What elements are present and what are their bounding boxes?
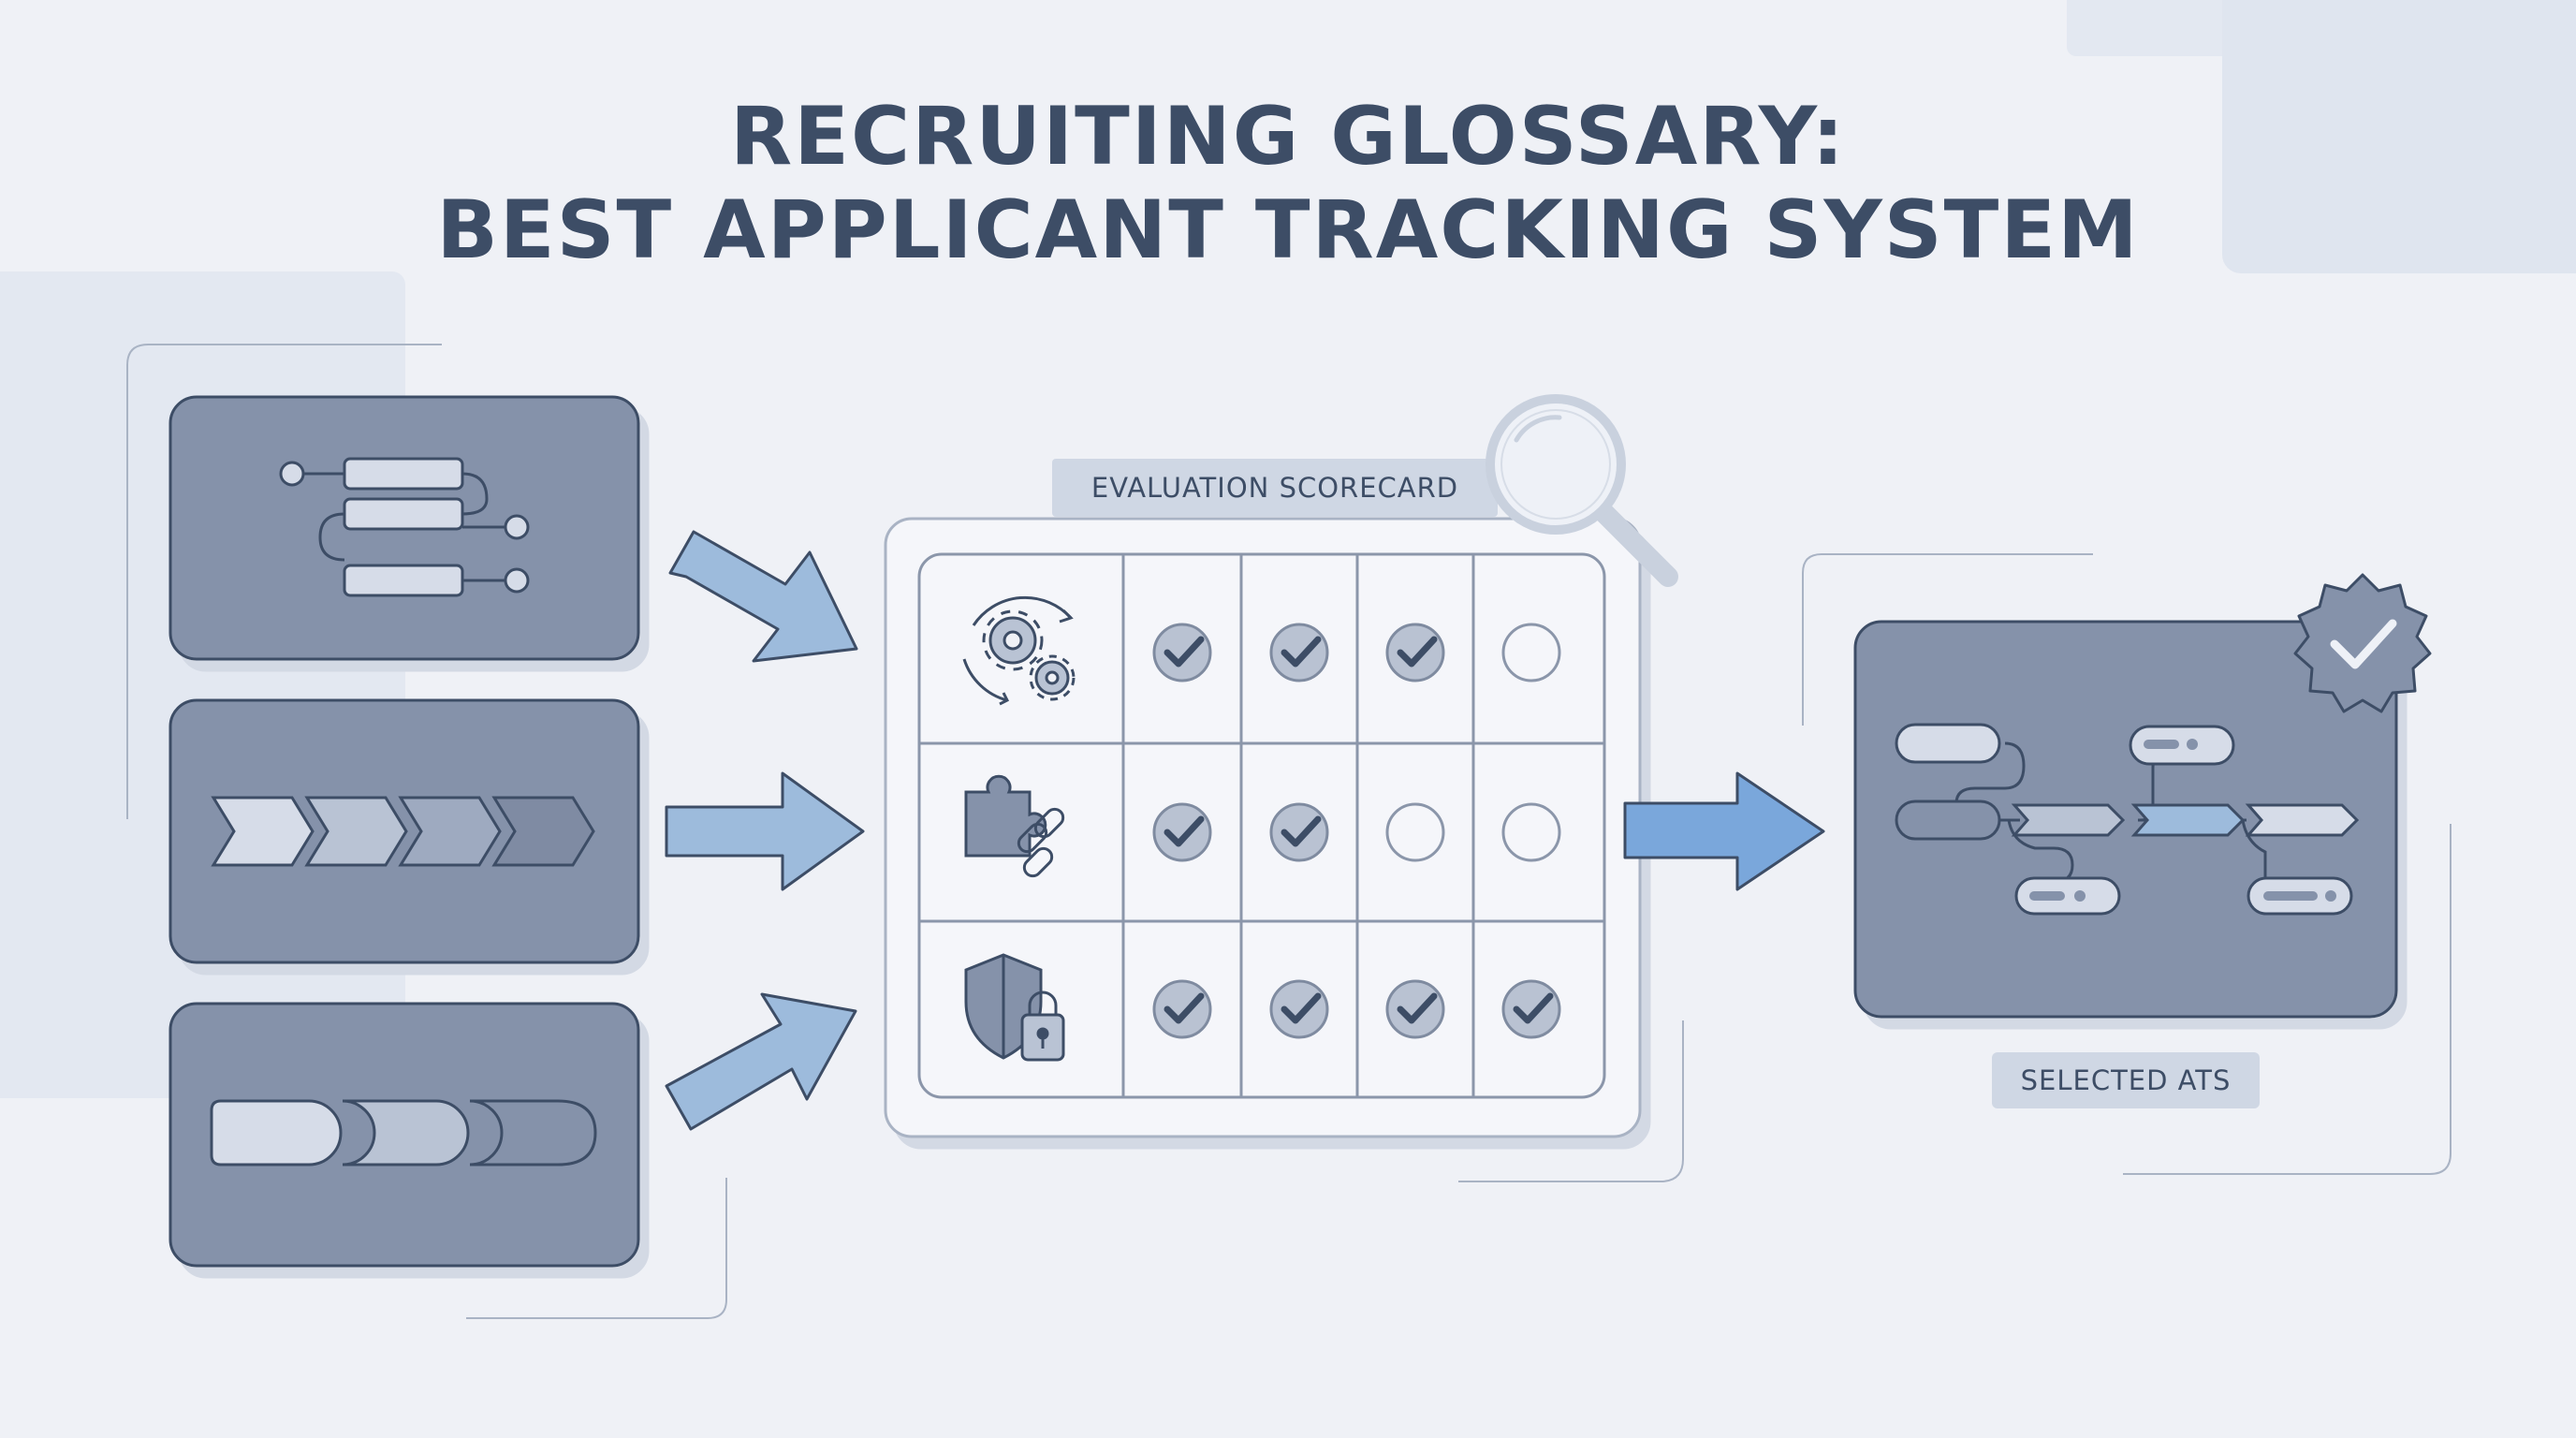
check-mark-icon (1501, 979, 1561, 1039)
arrow-to-result (1623, 771, 1825, 891)
background-block-right (2222, 0, 2576, 273)
shield-lock-icon (964, 953, 1065, 1062)
scorecard-grid-lines (919, 554, 1604, 1097)
title-line-2: BEST APPLICANT TRACKING SYSTEM (436, 183, 2140, 277)
scorecard-label-bg (1052, 459, 1498, 517)
page-title: RECRUITING GLOSSARY: BEST APPLICANT TRAC… (0, 90, 2576, 277)
empty-circle-icon (1501, 623, 1561, 682)
input-panel-workflow (168, 395, 640, 661)
stage-pill-icon (210, 1099, 597, 1167)
check-mark-icon (1152, 979, 1212, 1039)
check-mark-icon (1152, 802, 1212, 862)
empty-circle-icon (1501, 802, 1561, 862)
verified-badge-icon (2293, 573, 2432, 713)
check-mark-icon (1152, 623, 1212, 682)
check-mark-icon (1385, 623, 1445, 682)
arrow-upper (668, 530, 858, 663)
check-mark-icon (1269, 802, 1329, 862)
chevron-pipeline-icon (211, 796, 595, 867)
workflow-list-icon (279, 457, 530, 597)
selected-ats-label: SELECTED ATS (1992, 1052, 2260, 1108)
arrow-lower (665, 992, 857, 1131)
gears-cycle-icon (962, 595, 1076, 706)
input-panel-stages (168, 1002, 640, 1268)
arrow-middle (665, 771, 865, 891)
magnifier-icon (1486, 394, 1678, 587)
check-mark-icon (1385, 979, 1445, 1039)
scorecard-label: EVALUATION SCORECARD (1090, 472, 1459, 504)
title-line-1: RECRUITING GLOSSARY: (729, 90, 1846, 183)
input-arrows (665, 530, 865, 1131)
selected-ats-panel (1853, 573, 2432, 1019)
workflow-map-icon (1895, 723, 2360, 916)
check-mark-icon (1269, 623, 1329, 682)
input-panel-pipeline (168, 698, 640, 964)
scorecard-checks (1152, 623, 1561, 1039)
check-mark-icon (1269, 979, 1329, 1039)
empty-circle-icon (1385, 802, 1445, 862)
decorative-lines (126, 344, 2452, 1319)
puzzle-link-icon (964, 774, 1065, 878)
evaluation-scorecard (884, 517, 1642, 1138)
